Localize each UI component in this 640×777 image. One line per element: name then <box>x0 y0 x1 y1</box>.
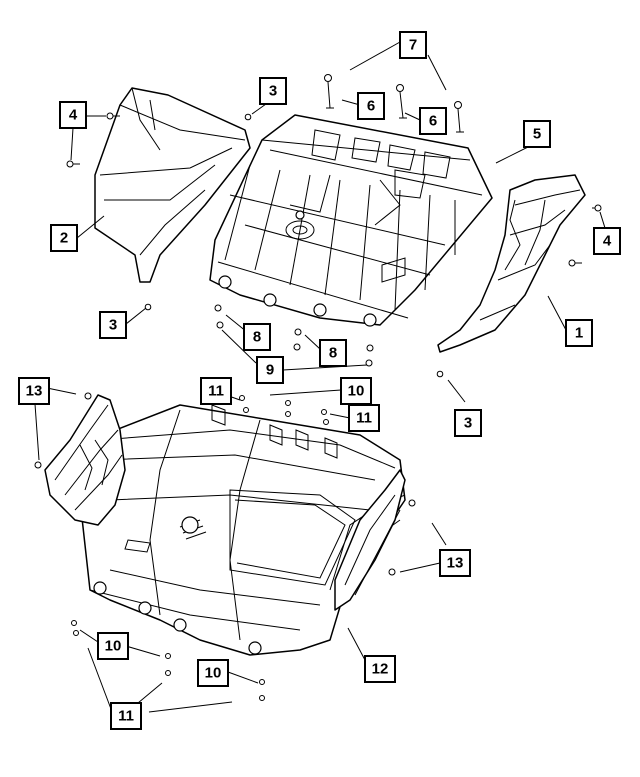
nut-icon <box>365 359 373 367</box>
leader-lines <box>34 41 606 713</box>
nut-icon <box>73 630 79 636</box>
callout-1: 1 <box>565 319 593 347</box>
svg-text:2: 2 <box>60 230 68 247</box>
svg-text:13: 13 <box>26 383 43 400</box>
callout-6: 6 <box>419 107 447 135</box>
svg-text:6: 6 <box>367 98 375 115</box>
push-pin-icon <box>592 204 602 212</box>
nut-icon <box>285 400 291 406</box>
callout-3: 3 <box>99 311 127 339</box>
callout-8: 8 <box>243 323 271 351</box>
svg-text:10: 10 <box>205 665 222 682</box>
part-1-right-shield <box>437 174 586 353</box>
svg-text:5: 5 <box>533 126 541 143</box>
push-pin-icon <box>568 259 582 267</box>
nut-icon <box>285 411 291 417</box>
svg-text:13: 13 <box>447 555 464 572</box>
callout-2: 2 <box>50 224 78 252</box>
push-pin-icon <box>408 499 416 507</box>
callout-12: 12 <box>364 655 396 683</box>
bolt-icon <box>324 74 334 109</box>
svg-text:11: 11 <box>208 383 224 400</box>
svg-text:1: 1 <box>575 325 583 342</box>
svg-text:7: 7 <box>409 37 417 54</box>
nut-icon <box>366 344 374 352</box>
callout-10: 10 <box>340 377 372 405</box>
part-13-right-lower-shield <box>334 469 406 611</box>
push-pin-icon <box>34 461 42 469</box>
svg-text:6: 6 <box>429 113 437 130</box>
callout-13: 13 <box>439 549 471 577</box>
screw-icon <box>144 303 152 311</box>
upper-skid-plate <box>209 114 493 327</box>
nut-icon <box>259 695 265 701</box>
svg-text:3: 3 <box>269 83 277 100</box>
nut-icon <box>321 409 327 415</box>
callout-4: 4 <box>59 101 87 129</box>
callout-4: 4 <box>593 227 621 255</box>
nut-icon <box>293 343 301 351</box>
svg-text:4: 4 <box>603 233 612 250</box>
push-pin-icon <box>106 112 120 120</box>
bolt-icon <box>396 84 407 119</box>
bolt-icon <box>454 101 464 133</box>
part-2-left-shield <box>94 87 251 283</box>
callout-9: 9 <box>256 356 284 384</box>
screw-icon <box>436 370 444 378</box>
callout-13: 13 <box>18 377 50 405</box>
svg-text:10: 10 <box>348 383 365 400</box>
svg-text:8: 8 <box>253 329 261 346</box>
svg-text:3: 3 <box>109 317 117 334</box>
nut-icon <box>239 395 245 401</box>
push-pin-icon <box>66 160 80 168</box>
nut-icon <box>294 328 302 336</box>
nut-icon <box>323 419 329 425</box>
part-12-lower-skid-plate <box>79 404 406 656</box>
nut-icon <box>71 620 77 626</box>
callout-3: 3 <box>259 77 287 105</box>
callout-10: 10 <box>97 632 129 660</box>
nut-icon <box>243 407 249 413</box>
svg-text:12: 12 <box>372 661 389 678</box>
callout-8: 8 <box>319 339 347 367</box>
nut-icon <box>214 304 222 312</box>
callout-11: 11 <box>110 702 142 730</box>
callout-3: 3 <box>454 409 482 437</box>
svg-text:9: 9 <box>266 362 274 379</box>
callout-6: 6 <box>357 92 385 120</box>
svg-text:10: 10 <box>105 638 122 655</box>
svg-text:11: 11 <box>356 410 372 427</box>
nut-icon <box>259 679 265 685</box>
nut-icon <box>216 321 224 329</box>
svg-text:3: 3 <box>464 415 472 432</box>
push-pin-icon <box>84 392 92 400</box>
svg-text:8: 8 <box>329 345 337 362</box>
callout-11: 11 <box>348 404 380 432</box>
push-pin-icon <box>388 568 396 576</box>
callout-11: 11 <box>200 377 232 405</box>
callout-10: 10 <box>197 659 229 687</box>
nut-icon <box>165 670 171 676</box>
svg-text:4: 4 <box>69 107 78 124</box>
fasteners <box>34 74 602 701</box>
callout-5: 5 <box>523 120 551 148</box>
callout-7: 7 <box>399 31 427 59</box>
svg-text:11: 11 <box>118 708 134 725</box>
nut-icon <box>165 653 171 659</box>
part-13-left-lower-shield <box>44 394 126 526</box>
screw-icon <box>244 113 252 121</box>
